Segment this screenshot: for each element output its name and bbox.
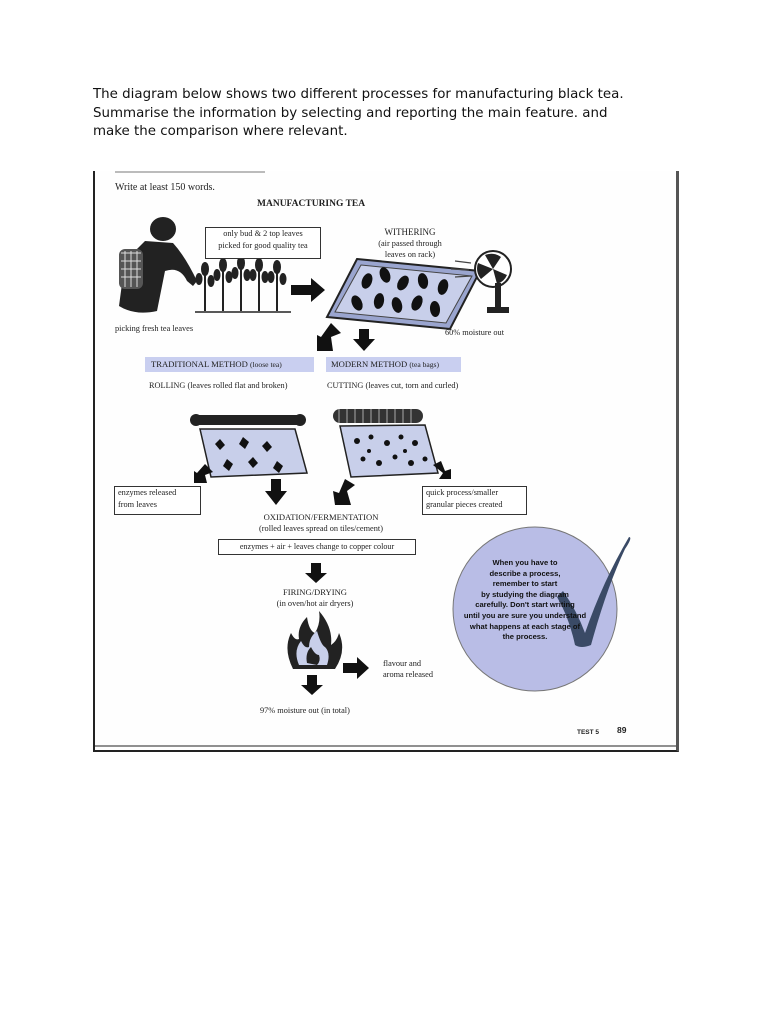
withering-label-line-1: WITHERING xyxy=(384,227,436,237)
modern-heading-text: MODERN METHOD xyxy=(331,359,408,369)
flavour-output-line-2: aroma released xyxy=(383,670,433,679)
traditional-heading: TRADITIONAL METHOD (loose tea) xyxy=(151,359,282,370)
instruction-text: Write at least 150 words. xyxy=(115,182,215,193)
quick-process-box: quick process/smaller granular pieces cr… xyxy=(422,486,527,515)
tip-line-1: When you have to xyxy=(492,558,558,567)
checkmark-icon xyxy=(557,537,631,647)
enzymes-box-line-1: enzymes released xyxy=(118,488,177,497)
arrow-down-left-icon xyxy=(317,323,341,351)
prompt-line-3: make the comparison where relevant. xyxy=(93,124,348,139)
arrow-down-right-icon xyxy=(433,461,451,479)
tip-line-5: carefully. Don't start writing xyxy=(475,600,575,610)
arrow-right-icon xyxy=(291,278,325,302)
tip-text: When you have to describe a process, rem… xyxy=(457,558,593,643)
firing-label: FIRING/DRYING (in oven/hot air dryers) xyxy=(255,587,375,609)
modern-heading-note: (tea bags) xyxy=(409,360,440,369)
arrow-down-left-icon-2 xyxy=(194,464,213,483)
oxidation-box: enzymes + air + leaves change to copper … xyxy=(218,539,416,555)
withering-moisture: 60% moisture out xyxy=(445,328,504,337)
firing-label-line-1: FIRING/DRYING xyxy=(283,587,347,597)
traditional-step: ROLLING (leaves rolled flat and broken) xyxy=(149,381,288,390)
flavour-output: flavour and aroma released xyxy=(383,658,433,680)
flavour-output-line-1: flavour and xyxy=(383,659,422,668)
picking-note-line-1: only bud & 2 top leaves xyxy=(223,229,303,238)
prompt-line-2: Summarise the information by selecting a… xyxy=(93,105,608,121)
picking-note-line-2: picked for good quality tea xyxy=(218,241,308,250)
tip-line-8: the process. xyxy=(502,632,548,642)
arrow-right-icon-2 xyxy=(343,657,369,679)
arrow-down-left-icon-3 xyxy=(333,479,355,505)
tip-line-6: until you are sure you understand xyxy=(463,610,587,620)
arrow-down-icon-3 xyxy=(305,563,327,583)
rolling-machine xyxy=(190,414,308,478)
total-moisture: 97% moisture out (in total) xyxy=(260,706,350,715)
oxidation-box-text: enzymes + air + leaves change to copper … xyxy=(239,542,395,551)
oxidation-label-line-1: OXIDATION/FERMENTATION xyxy=(263,512,379,522)
enzymes-box-line-2: from leaves xyxy=(118,500,157,509)
traditional-heading-note: (loose tea) xyxy=(249,360,282,369)
modern-step: CUTTING (leaves cut, torn and curled) xyxy=(327,381,459,390)
withering-rack xyxy=(325,257,482,331)
traditional-heading-highlight xyxy=(145,357,314,372)
flame-icon xyxy=(287,611,343,669)
firing-label-line-2: (in oven/hot air dryers) xyxy=(276,599,354,608)
tip-line-4: by studying the diagram xyxy=(481,589,569,599)
oxidation-label-line-2: (rolled leaves spread on tiles/cement) xyxy=(259,524,383,533)
prompt-line-1: The diagram below shows two different pr… xyxy=(93,87,624,102)
withering-label-line-2: (air passed through xyxy=(378,239,442,248)
fan-icon xyxy=(450,250,512,313)
scanned-diagram-page: Write at least 150 words. MANUFACTURING … xyxy=(93,171,679,752)
diagram-title: MANUFACTURING TEA xyxy=(257,199,366,209)
tip-line-7: what happens at each stage of xyxy=(469,621,581,631)
arrow-down-icon xyxy=(353,329,375,351)
tip-line-2: describe a process, xyxy=(489,568,561,578)
modern-heading: MODERN METHOD (tea bags) xyxy=(331,359,439,370)
picking-note-box: only bud & 2 top leaves picked for good … xyxy=(205,227,321,259)
picking-caption: picking fresh tea leaves xyxy=(115,324,194,333)
arrow-down-icon-2 xyxy=(265,479,287,505)
withering-label-line-3: leaves on rack) xyxy=(384,250,436,259)
quick-process-line-2: granular pieces created xyxy=(426,500,503,509)
enzymes-box: enzymes released from leaves xyxy=(114,486,201,515)
oxidation-label: OXIDATION/FERMENTATION (rolled leaves sp… xyxy=(233,512,409,534)
quick-process-line-1: quick process/smaller xyxy=(426,488,499,497)
withering-label: WITHERING (air passed through leaves on … xyxy=(353,227,467,260)
cutting-machine xyxy=(333,409,439,478)
tea-bushes xyxy=(195,256,291,313)
modern-heading-highlight xyxy=(326,357,461,372)
tea-picker-figure xyxy=(119,217,197,313)
footer-test-label: TEST 5 xyxy=(577,729,600,736)
tip-line-3: remember to start xyxy=(492,579,558,589)
task-prompt: The diagram below shows two different pr… xyxy=(93,86,693,142)
arrow-down-icon-4 xyxy=(301,675,323,695)
traditional-heading-text: TRADITIONAL METHOD xyxy=(151,359,248,369)
tip-circle xyxy=(452,526,618,692)
diagram-illustrations xyxy=(95,171,676,747)
page-number: 89 xyxy=(617,725,627,735)
